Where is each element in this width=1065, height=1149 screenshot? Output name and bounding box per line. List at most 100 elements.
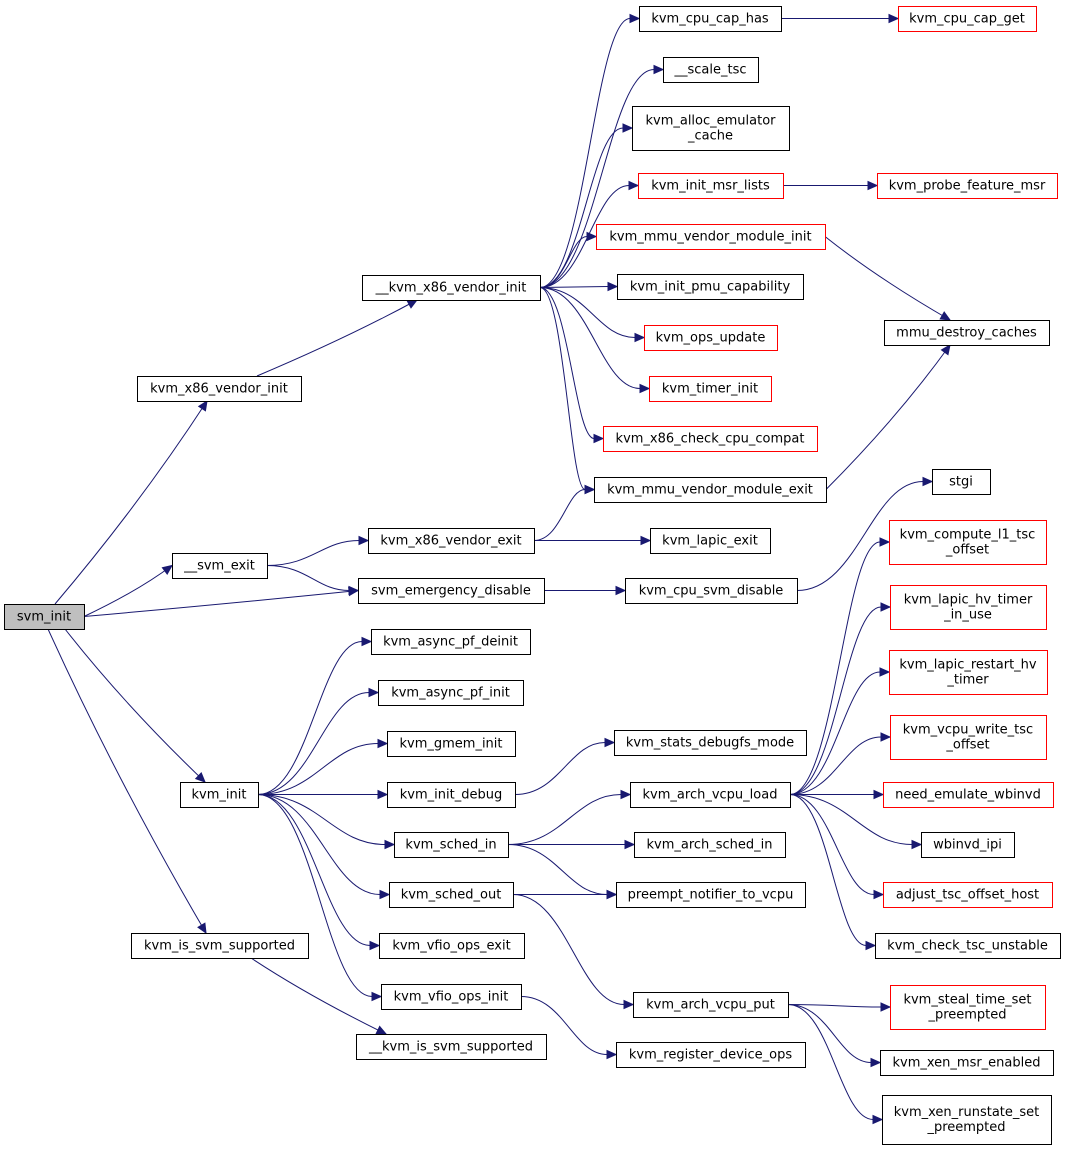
node-box[interactable] bbox=[650, 528, 771, 554]
node-kvm-mmu-vendor-module-exit[interactable]: kvm_mmu_vendor_module_exit bbox=[594, 477, 827, 503]
node-preempt-notifier-to-vcpu[interactable]: preempt_notifier_to_vcpu bbox=[616, 882, 806, 908]
node-kvm-lapic-hv-timer-in-use[interactable]: kvm_lapic_hv_timer_in_use bbox=[890, 585, 1047, 630]
node-box[interactable] bbox=[875, 933, 1061, 959]
node-box[interactable] bbox=[644, 325, 778, 351]
node-box[interactable] bbox=[921, 832, 1015, 858]
node-scale-tsc[interactable]: __scale_tsc bbox=[663, 57, 759, 83]
node-kvm-init-msr-lists[interactable]: kvm_init_msr_lists bbox=[638, 173, 784, 199]
node-kvm-cpu-cap-get[interactable]: kvm_cpu_cap_get bbox=[898, 6, 1037, 32]
node-box[interactable] bbox=[172, 553, 268, 579]
node-box[interactable] bbox=[389, 882, 514, 908]
node-svm-exit[interactable]: __svm_exit bbox=[172, 553, 268, 579]
node-box[interactable] bbox=[883, 882, 1053, 908]
node-box[interactable] bbox=[617, 274, 804, 300]
node-box[interactable] bbox=[387, 731, 516, 757]
node-kvm-lapic-exit[interactable]: kvm_lapic_exit bbox=[650, 528, 771, 554]
node-kvm-cpu-svm-disable[interactable]: kvm_cpu_svm_disable bbox=[625, 578, 798, 604]
node-kvm-compute-l1-tsc-offset[interactable]: kvm_compute_l1_tsc_offset bbox=[889, 520, 1047, 565]
node-box[interactable] bbox=[883, 782, 1054, 808]
node-kvm-init-debug[interactable]: kvm_init_debug bbox=[387, 782, 516, 808]
node-box[interactable] bbox=[378, 680, 524, 706]
node-box[interactable] bbox=[381, 984, 522, 1010]
node-svm-emergency-disable[interactable]: svm_emergency_disable bbox=[358, 578, 545, 604]
node-box[interactable] bbox=[596, 224, 826, 250]
node-kvm-init-pmu-capability[interactable]: kvm_init_pmu_capability bbox=[617, 274, 804, 300]
node-kvm-xen-msr-enabled[interactable]: kvm_xen_msr_enabled bbox=[880, 1050, 1054, 1076]
node-kvm-ops-update[interactable]: kvm_ops_update bbox=[644, 325, 778, 351]
node-box[interactable] bbox=[394, 832, 509, 858]
node-kvm-vcpu-write-tsc-offset[interactable]: kvm_vcpu_write_tsc_offset bbox=[890, 715, 1047, 760]
node-kvm-probe-feature-msr[interactable]: kvm_probe_feature_msr bbox=[877, 173, 1058, 199]
node-kvm-steal-time-set-preempted[interactable]: kvm_steal_time_set_preempted bbox=[890, 985, 1046, 1030]
node-box[interactable] bbox=[639, 6, 782, 32]
node-kvm-gmem-init[interactable]: kvm_gmem_init bbox=[387, 731, 516, 757]
node-box[interactable] bbox=[368, 528, 535, 554]
node-box[interactable] bbox=[890, 585, 1047, 630]
node-box[interactable] bbox=[633, 992, 789, 1018]
node-box[interactable] bbox=[882, 1095, 1052, 1145]
node-kvm-is-svm-supported[interactable]: kvm_is_svm_supported bbox=[131, 933, 309, 959]
node-kvm-async-pf-deinit[interactable]: kvm_async_pf_deinit bbox=[371, 629, 531, 655]
node-box[interactable] bbox=[387, 782, 516, 808]
node-box[interactable] bbox=[180, 782, 259, 808]
node-box[interactable] bbox=[379, 933, 525, 959]
node-box[interactable] bbox=[638, 173, 784, 199]
node-box[interactable] bbox=[890, 715, 1047, 760]
node-box[interactable] bbox=[932, 469, 991, 495]
node-box[interactable] bbox=[358, 578, 545, 604]
node-kvm-vfio-ops-init[interactable]: kvm_vfio_ops_init bbox=[381, 984, 522, 1010]
node-box[interactable] bbox=[634, 832, 786, 858]
node-kvm-arch-vcpu-load[interactable]: kvm_arch_vcpu_load bbox=[630, 782, 791, 808]
node-kvm-x86-vendor-init[interactable]: __kvm_x86_vendor_init bbox=[362, 275, 541, 301]
node-kvm-lapic-restart-hv-timer[interactable]: kvm_lapic_restart_hv_timer bbox=[889, 650, 1048, 695]
node-box[interactable] bbox=[889, 520, 1047, 565]
node-stgi[interactable]: stgi bbox=[932, 469, 991, 495]
node-box[interactable] bbox=[889, 650, 1048, 695]
node-kvm-sched-in[interactable]: kvm_sched_in bbox=[394, 832, 509, 858]
node-kvm-check-tsc-unstable[interactable]: kvm_check_tsc_unstable bbox=[875, 933, 1061, 959]
node-box[interactable] bbox=[630, 782, 791, 808]
node-kvm-mmu-vendor-module-init[interactable]: kvm_mmu_vendor_module_init bbox=[596, 224, 826, 250]
node-kvm-arch-vcpu-put[interactable]: kvm_arch_vcpu_put bbox=[633, 992, 789, 1018]
node-box[interactable] bbox=[616, 1042, 806, 1068]
node-box[interactable] bbox=[594, 477, 827, 503]
node-box[interactable] bbox=[625, 578, 798, 604]
node-kvm-x86-check-cpu-compat[interactable]: kvm_x86_check_cpu_compat bbox=[603, 426, 818, 452]
node-need-emulate-wbinvd[interactable]: need_emulate_wbinvd bbox=[883, 782, 1054, 808]
node-box[interactable] bbox=[603, 426, 818, 452]
node-box[interactable] bbox=[663, 57, 759, 83]
node-mmu-destroy-caches[interactable]: mmu_destroy_caches bbox=[884, 320, 1050, 346]
node-kvm-init[interactable]: kvm_init bbox=[180, 782, 259, 808]
node-box[interactable] bbox=[371, 629, 531, 655]
node-box[interactable] bbox=[614, 730, 807, 756]
node-box[interactable] bbox=[137, 376, 302, 402]
node-box[interactable] bbox=[898, 6, 1037, 32]
node-kvm-cpu-cap-has[interactable]: kvm_cpu_cap_has bbox=[639, 6, 782, 32]
node-box[interactable] bbox=[356, 1034, 547, 1060]
node-kvm-async-pf-init[interactable]: kvm_async_pf_init bbox=[378, 680, 524, 706]
node-svm-init[interactable]: svm_init bbox=[4, 604, 85, 630]
node-box[interactable] bbox=[880, 1050, 1054, 1076]
node-kvm-sched-out[interactable]: kvm_sched_out bbox=[389, 882, 514, 908]
node-box[interactable] bbox=[884, 320, 1050, 346]
node-box[interactable] bbox=[4, 604, 85, 630]
node-box[interactable] bbox=[131, 933, 309, 959]
node-kvm-xen-runstate-set-preempted[interactable]: kvm_xen_runstate_set_preempted bbox=[882, 1095, 1052, 1145]
node-kvm-is-svm-supported[interactable]: __kvm_is_svm_supported bbox=[356, 1034, 547, 1060]
node-kvm-timer-init[interactable]: kvm_timer_init bbox=[649, 376, 772, 402]
node-box[interactable] bbox=[616, 882, 806, 908]
node-kvm-vfio-ops-exit[interactable]: kvm_vfio_ops_exit bbox=[379, 933, 525, 959]
node-kvm-arch-sched-in[interactable]: kvm_arch_sched_in bbox=[634, 832, 786, 858]
node-box[interactable] bbox=[362, 275, 541, 301]
node-kvm-stats-debugfs-mode[interactable]: kvm_stats_debugfs_mode bbox=[614, 730, 807, 756]
node-box[interactable] bbox=[877, 173, 1058, 199]
node-kvm-x86-vendor-exit[interactable]: kvm_x86_vendor_exit bbox=[368, 528, 535, 554]
node-box[interactable] bbox=[649, 376, 772, 402]
node-kvm-x86-vendor-init[interactable]: kvm_x86_vendor_init bbox=[137, 376, 302, 402]
node-wbinvd-ipi[interactable]: wbinvd_ipi bbox=[921, 832, 1015, 858]
node-box[interactable] bbox=[890, 985, 1046, 1030]
node-adjust-tsc-offset-host[interactable]: adjust_tsc_offset_host bbox=[883, 882, 1053, 908]
node-kvm-register-device-ops[interactable]: kvm_register_device_ops bbox=[616, 1042, 806, 1068]
node-box[interactable] bbox=[632, 106, 790, 151]
node-kvm-alloc-emulator-cache[interactable]: kvm_alloc_emulator_cache bbox=[632, 106, 790, 151]
